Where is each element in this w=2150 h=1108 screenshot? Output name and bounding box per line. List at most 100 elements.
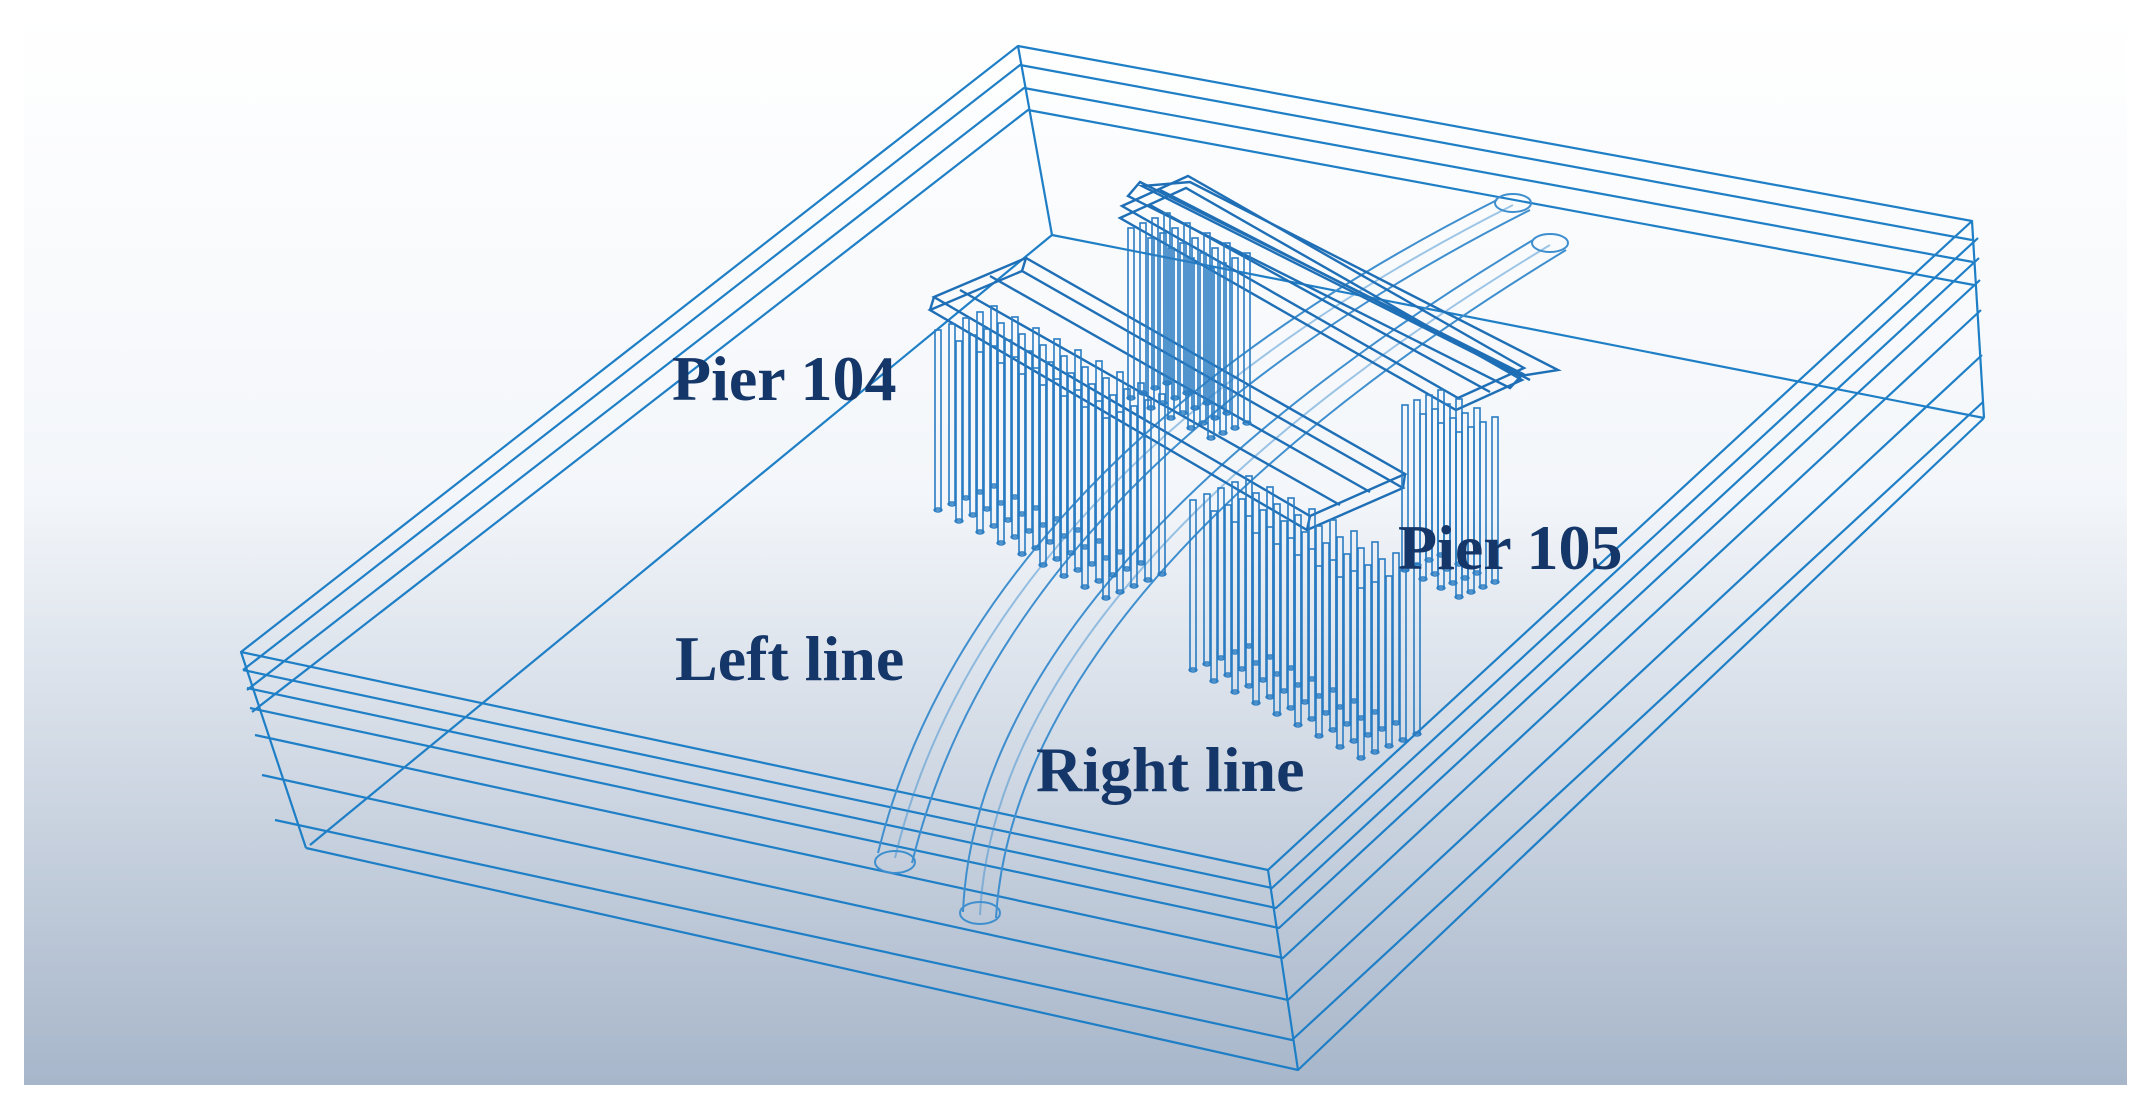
pile [1491, 416, 1499, 583]
soil-box-edge [1266, 869, 1300, 1071]
pile [1130, 405, 1138, 587]
pile-tip [1398, 737, 1408, 743]
pile [1171, 227, 1179, 399]
pile-tip [1218, 430, 1228, 436]
pile-tip [1080, 544, 1090, 550]
soil-layer-line [246, 257, 1980, 910]
pile-tip [1328, 687, 1338, 693]
pile-tip [1087, 561, 1097, 567]
pile [1109, 394, 1117, 576]
pile [1357, 547, 1365, 719]
pile-tip [1080, 584, 1090, 590]
pile-tip [1349, 738, 1359, 744]
pile [1287, 497, 1295, 669]
pile-tip [1251, 700, 1261, 706]
pile-tip [1230, 425, 1240, 431]
pile [1116, 371, 1124, 553]
pile [1315, 525, 1323, 697]
pier-105-label: Pier 105 [1398, 512, 1623, 583]
pile [1455, 398, 1463, 565]
pile [976, 311, 984, 493]
pile-tip [933, 507, 943, 513]
soil-box-back-edge [1016, 45, 1054, 236]
pile [969, 334, 977, 516]
pile-tip [1454, 561, 1464, 567]
pile [1158, 393, 1166, 575]
pile [1159, 232, 1167, 404]
pile-tip [1335, 744, 1345, 750]
pile [1189, 499, 1197, 671]
pile [1046, 361, 1054, 543]
pile [1011, 316, 1019, 498]
pile-tip [1122, 566, 1132, 572]
pile [1259, 509, 1267, 681]
pile [1102, 377, 1110, 559]
pile-tip [1272, 711, 1282, 717]
pile [1167, 247, 1175, 419]
pile [1053, 338, 1061, 520]
pile [1224, 504, 1232, 676]
pile [1004, 339, 1012, 521]
pile-tip [1210, 415, 1220, 421]
pile [1219, 262, 1227, 434]
pile-tip [1265, 654, 1275, 660]
pile-tip [1126, 395, 1136, 401]
pile [1067, 372, 1075, 554]
pile-tip [1059, 533, 1069, 539]
pile-tip [1052, 516, 1062, 522]
pile-tip [1412, 562, 1422, 568]
pile-tip [1038, 562, 1048, 568]
pile-tip [1010, 494, 1020, 500]
pile [1385, 575, 1393, 747]
pile-tip [1146, 405, 1156, 411]
pile-tip [1182, 390, 1192, 396]
right-line-label: Right line [1036, 734, 1305, 805]
pile-tip [1251, 660, 1261, 666]
soil-layer-back [246, 86, 1974, 691]
pile-tip [1115, 589, 1125, 595]
pile-tip [954, 518, 964, 524]
pier-105-cap [1117, 174, 1527, 412]
pile [1266, 486, 1274, 658]
soil-box-edge [239, 651, 308, 849]
pile [1437, 389, 1445, 556]
pile-tip [1237, 666, 1247, 672]
pile [1123, 388, 1131, 570]
pile-tip [1286, 705, 1296, 711]
pile-tip [1143, 577, 1153, 583]
pile-tip [1436, 552, 1446, 558]
pile-tip [1162, 380, 1172, 386]
pile-tip [1363, 732, 1373, 738]
pile-tip [1370, 709, 1380, 715]
pier-104-label: Pier 104 [672, 343, 897, 414]
pile [1187, 257, 1195, 429]
pile-tip [1108, 572, 1118, 578]
pile-tip [1202, 400, 1212, 406]
pile [948, 323, 956, 505]
pile-tip [1230, 689, 1240, 695]
pile-tip [1356, 715, 1366, 721]
pile [1163, 212, 1171, 384]
pile-tip [975, 489, 985, 495]
pile-tip [1370, 749, 1380, 755]
pile-tip [996, 540, 1006, 546]
pile-tip [1052, 556, 1062, 562]
soil-box-edge [1970, 220, 1986, 419]
pile [1238, 498, 1246, 670]
pile-tip [989, 523, 999, 529]
pile-tip [1222, 410, 1232, 416]
pile-tip [1454, 594, 1464, 600]
pile-tip [1412, 731, 1422, 737]
pile-tip [1442, 566, 1452, 572]
pile [1203, 493, 1211, 665]
pile-tip [1216, 655, 1226, 661]
pile [1336, 536, 1344, 708]
pile-tip [1129, 583, 1139, 589]
pile [1060, 355, 1068, 537]
pile-tip [1073, 527, 1083, 533]
pile [1401, 404, 1409, 571]
pile [1018, 333, 1026, 515]
pile-tip [1258, 677, 1268, 683]
pile [1210, 510, 1218, 682]
